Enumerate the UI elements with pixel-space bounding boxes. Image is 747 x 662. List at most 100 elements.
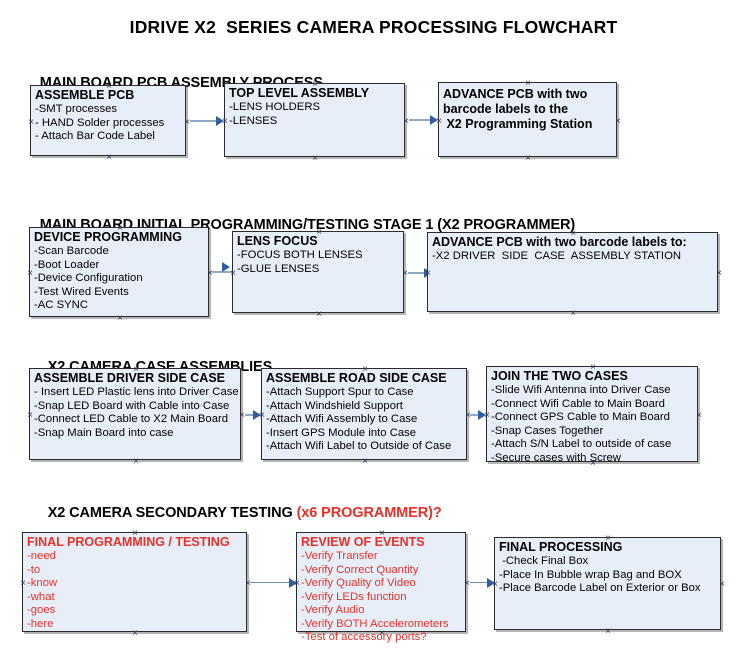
handle-left-icon[interactable] xyxy=(221,117,230,126)
handle-right-icon[interactable] xyxy=(614,117,623,126)
box-line: -Attach Wifi Assembly to Case xyxy=(266,413,418,426)
box-line: -Verify Transfer xyxy=(301,550,378,562)
box-line: -Place Barcode Label on Exterior or Box xyxy=(499,582,701,595)
handle-top-icon[interactable] xyxy=(378,529,387,538)
handle-right-icon[interactable] xyxy=(715,269,724,278)
box-line: -Scan Barcode xyxy=(34,245,109,257)
handle-top-icon[interactable] xyxy=(569,229,578,238)
handle-right-icon[interactable] xyxy=(695,411,704,420)
box-title: TOP LEVEL ASSEMBLY xyxy=(229,86,370,100)
box-title: ASSEMBLE ROAD SIDE CASE xyxy=(266,371,447,385)
handle-right-icon[interactable] xyxy=(244,579,253,588)
handle-top-icon[interactable] xyxy=(589,363,598,372)
connector-line xyxy=(470,414,484,416)
process-box-assemble-pcb[interactable]: ASSEMBLE PCB -SMT processes - HAND Solde… xyxy=(30,85,186,156)
connector-line xyxy=(250,582,294,583)
process-box-advance-pcb-to-driver-side-case-assembly[interactable]: ADVANCE PCB with two barcode labels to: … xyxy=(427,232,718,312)
box-overflow-line: -Test of accessory ports? xyxy=(301,631,427,644)
process-box-device-programming[interactable]: DEVICE PROGRAMMING -Scan Barcode -Boot L… xyxy=(29,227,209,317)
handle-bottom-icon[interactable] xyxy=(116,314,125,323)
process-box-assemble-road-side-case[interactable]: ASSEMBLE ROAD SIDE CASE -Attach Support … xyxy=(261,368,467,460)
handle-left-icon[interactable] xyxy=(435,117,444,126)
process-box-top-level-assembly[interactable]: TOP LEVEL ASSEMBLY -LENS HOLDERS -LENSES xyxy=(224,83,405,157)
connector-line xyxy=(408,272,428,274)
handle-bottom-icon[interactable] xyxy=(105,153,114,162)
box-line: -Connect LED Cable to X2 Main Board xyxy=(34,413,229,426)
handle-right-icon[interactable] xyxy=(183,118,192,127)
handle-top-icon[interactable] xyxy=(131,529,140,538)
handle-bottom-icon[interactable] xyxy=(131,629,140,638)
box-line: -Slide Wifi Antenna into Driver Case xyxy=(491,384,671,396)
handle-top-icon[interactable] xyxy=(524,79,533,88)
process-box-join-the-two-cases[interactable]: JOIN THE TWO CASES -Slide Wifi Antenna i… xyxy=(483,363,698,464)
box-line: -Test Wired Events xyxy=(34,285,129,298)
box-line: - Insert LED Plastic lens into Driver Ca… xyxy=(34,386,239,398)
process-box-lens-focus[interactable]: LENS FOCUS -FOCUS BOTH LENSES -GLUE LENS… xyxy=(232,231,404,313)
process-box-review-of-events[interactable]: REVIEW OF EVENTS -Verify Transfer -Verif… xyxy=(293,529,466,643)
handle-bottom-icon[interactable] xyxy=(604,627,613,636)
box-line: -know xyxy=(27,577,58,590)
box-line: - Attach Bar Code Label xyxy=(35,130,155,143)
handle-left-icon[interactable] xyxy=(27,118,36,127)
handle-top-icon[interactable] xyxy=(315,228,324,237)
handle-left-icon[interactable] xyxy=(258,411,267,420)
connector-line xyxy=(212,271,234,273)
box-line: -goes xyxy=(27,604,56,617)
handle-left-icon[interactable] xyxy=(491,580,500,589)
box-line: -Snap Cases Together xyxy=(491,424,604,437)
box-line: -X2 DRIVER SIDE CASE ASSEMBLY STATION xyxy=(432,250,682,262)
handle-top-icon[interactable] xyxy=(105,82,114,91)
handle-bottom-icon[interactable] xyxy=(315,310,324,319)
connector-line xyxy=(470,582,492,583)
handle-bottom-icon[interactable] xyxy=(569,309,578,318)
box-line: -Verify Correct Quantity xyxy=(301,563,419,576)
handle-right-icon[interactable] xyxy=(402,117,411,126)
handle-right-icon[interactable] xyxy=(206,269,215,278)
handle-top-icon[interactable] xyxy=(604,534,613,543)
section-heading-x2-camera-secondary-testing: X2 CAMERA SECONDARY TESTING (x6 PROGRAMM… xyxy=(32,489,442,537)
process-box-advance-pcb-to-x2-programming-station[interactable]: ADVANCE PCB with two barcode labels to t… xyxy=(438,82,617,157)
section-heading-text: X2 CAMERA SECONDARY TESTING xyxy=(47,505,297,521)
handle-left-icon[interactable] xyxy=(26,411,35,420)
handle-top-icon[interactable] xyxy=(361,365,370,374)
handle-bottom-icon[interactable] xyxy=(361,457,370,466)
process-box-final-programming-testing[interactable]: FINAL PROGRAMMING / TESTING -need -to -k… xyxy=(22,532,247,632)
process-box-final-processing[interactable]: FINAL PROCESSING -Check Final Box -Place… xyxy=(494,537,721,630)
box-line: -Connect GPS Cable to Main Board xyxy=(491,411,670,424)
handle-top-icon[interactable] xyxy=(116,224,125,233)
handle-bottom-icon[interactable] xyxy=(589,459,598,468)
page-title: IDRIVE X2 SERIES CAMERA PROCESSING FLOWC… xyxy=(129,17,618,37)
handle-left-icon[interactable] xyxy=(229,269,238,278)
box-title: ADVANCE PCB with two barcode labels to t… xyxy=(443,87,593,131)
handle-top-icon[interactable] xyxy=(311,80,320,89)
handle-left-icon[interactable] xyxy=(19,579,28,588)
box-line: -LENSES xyxy=(229,114,278,127)
box-line: -Attach Support Spur to Case xyxy=(266,386,414,398)
handle-bottom-icon[interactable] xyxy=(132,457,141,466)
handle-bottom-icon[interactable] xyxy=(524,154,533,163)
handle-left-icon[interactable] xyxy=(26,269,35,278)
handle-left-icon[interactable] xyxy=(293,579,302,588)
box-line: -Place In Bubble wrap Bag and BOX xyxy=(499,568,682,581)
handle-top-icon[interactable] xyxy=(132,365,141,374)
box-line: -Verify LEDs function xyxy=(301,590,407,603)
box-line: -Verify Audio xyxy=(301,604,365,617)
box-line: -Snap LED Board with Cable into Case xyxy=(34,399,230,412)
handle-left-icon[interactable] xyxy=(483,411,492,420)
handle-bottom-icon[interactable] xyxy=(378,629,387,638)
box-line: -Device Configuration xyxy=(34,272,143,285)
box-title: ADVANCE PCB with two barcode labels to: xyxy=(432,235,687,249)
handle-right-icon[interactable] xyxy=(463,579,472,588)
box-line: -Attach Windshield Support xyxy=(266,399,403,412)
handle-bottom-icon[interactable] xyxy=(311,154,320,163)
handle-left-icon[interactable] xyxy=(424,269,433,278)
box-title: JOIN THE TWO CASES xyxy=(491,369,628,383)
section-heading-accent-text: (x6 PROGRAMMER)? xyxy=(296,505,442,521)
process-box-assemble-driver-side-case[interactable]: ASSEMBLE DRIVER SIDE CASE - Insert LED P… xyxy=(29,368,241,460)
handle-right-icon[interactable] xyxy=(718,580,727,589)
box-title: ASSEMBLE PCB xyxy=(35,88,135,102)
box-line: -Attach Wifi Label to Outside of Case xyxy=(266,440,452,453)
connector-line xyxy=(409,119,433,121)
box-line: -what xyxy=(27,590,55,603)
